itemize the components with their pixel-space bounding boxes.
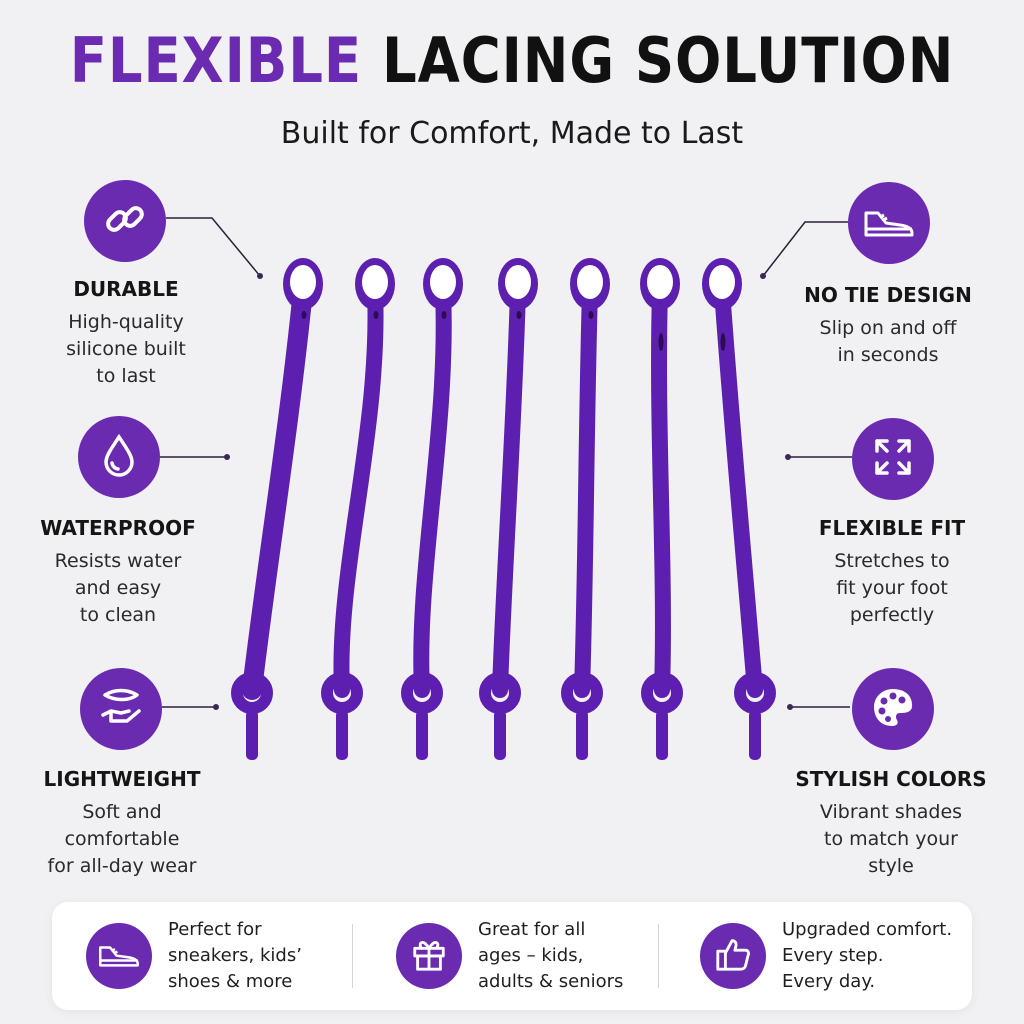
feature-title: FLEXIBLE FIT: [818, 516, 966, 540]
gift-icon: [410, 935, 448, 977]
thumbs-up-icon: [714, 935, 752, 977]
lace-item: [231, 258, 323, 760]
flexible-fit-icon-badge: [852, 418, 934, 500]
lightweight-icon-badge: [80, 668, 162, 750]
bottom-benefits-bar: Perfect for sneakers, kids’ shoes & more…: [52, 902, 972, 1010]
divider: [658, 924, 659, 988]
feature-lightweight: LIGHTWEIGHT Soft and comfortable for all…: [12, 767, 232, 880]
lace-item: [702, 258, 776, 760]
durable-icon-badge: [84, 180, 166, 262]
lace-button: [709, 265, 735, 299]
lace-button: [505, 265, 531, 299]
benefit-item: Upgraded comfort. Every step. Every day.: [700, 918, 952, 994]
feature-flexible-fit: FLEXIBLE FIT Stretches to fit your foot …: [782, 516, 1002, 629]
feature-title: STYLISH COLORS: [795, 767, 987, 791]
feature-waterproof: WATERPROOF Resists water and easy to cle…: [8, 516, 228, 629]
lace-button: [362, 265, 388, 299]
lace-item: [561, 258, 610, 760]
sneaker-icon-badge: [86, 923, 152, 989]
lace-button: [430, 265, 456, 299]
feature-title: DURABLE: [73, 277, 179, 301]
waterproof-icon-badge: [78, 416, 160, 498]
feather-hand-icon: [97, 685, 145, 733]
feature-desc: Vibrant shades to match your style: [819, 801, 963, 877]
feature-title: WATERPROOF: [40, 516, 196, 540]
stylish-colors-icon-badge: [852, 668, 934, 750]
feature-title: NO TIE DESIGN: [804, 283, 972, 307]
lace-button: [647, 265, 673, 299]
lace-item: [321, 258, 395, 760]
feature-no-tie-design: NO TIE DESIGN Slip on and off in seconds: [778, 283, 998, 369]
expand-arrows-icon: [871, 435, 915, 483]
benefit-text: Perfect for sneakers, kids’ shoes & more: [168, 919, 302, 992]
feature-title: LIGHTWEIGHT: [43, 767, 201, 791]
palette-icon: [870, 685, 916, 733]
feature-desc: Resists water and easy to clean: [54, 550, 182, 626]
feature-desc: Soft and comfortable for all-day wear: [47, 801, 197, 877]
lace-item: [401, 258, 463, 760]
chain-link-icon: [103, 197, 147, 245]
benefit-item: Great for all ages – kids, adults & seni…: [396, 918, 623, 994]
title-accent: FLEXIBLE: [69, 24, 363, 97]
feature-desc: Stretches to fit your foot perfectly: [834, 550, 950, 626]
laces-illustration: [231, 258, 776, 760]
thumbs-up-icon-badge: [700, 923, 766, 989]
water-drop-icon: [99, 433, 139, 481]
lace-button: [290, 265, 316, 299]
benefit-text: Great for all ages – kids, adults & seni…: [478, 919, 624, 992]
benefit-text: Upgraded comfort. Every step. Every day.: [782, 919, 953, 992]
no-tie-icon-badge: [848, 182, 930, 264]
connector-no-tie: [762, 221, 848, 277]
page-subtitle: Built for Comfort, Made to Last: [280, 116, 744, 151]
title-rest: LACING SOLUTION: [381, 24, 955, 97]
divider: [352, 924, 353, 988]
lace-button: [577, 265, 603, 299]
feature-durable: DURABLE High-quality silicone built to l…: [16, 277, 236, 390]
feature-stylish-colors: STYLISH COLORS Vibrant shades to match y…: [781, 767, 1001, 880]
gift-icon-badge: [396, 923, 462, 989]
lace-item: [479, 258, 538, 760]
feature-desc: Slip on and off in seconds: [819, 317, 957, 366]
benefit-item: Perfect for sneakers, kids’ shoes & more: [86, 918, 302, 994]
lace-item: [640, 258, 683, 760]
sneaker-icon: [97, 937, 141, 975]
sneaker-icon: [862, 201, 916, 245]
connector-durable: [166, 217, 261, 277]
feature-desc: High-quality silicone built to last: [66, 311, 186, 387]
page-title: FLEXIBLE LACING SOLUTION: [61, 30, 962, 92]
